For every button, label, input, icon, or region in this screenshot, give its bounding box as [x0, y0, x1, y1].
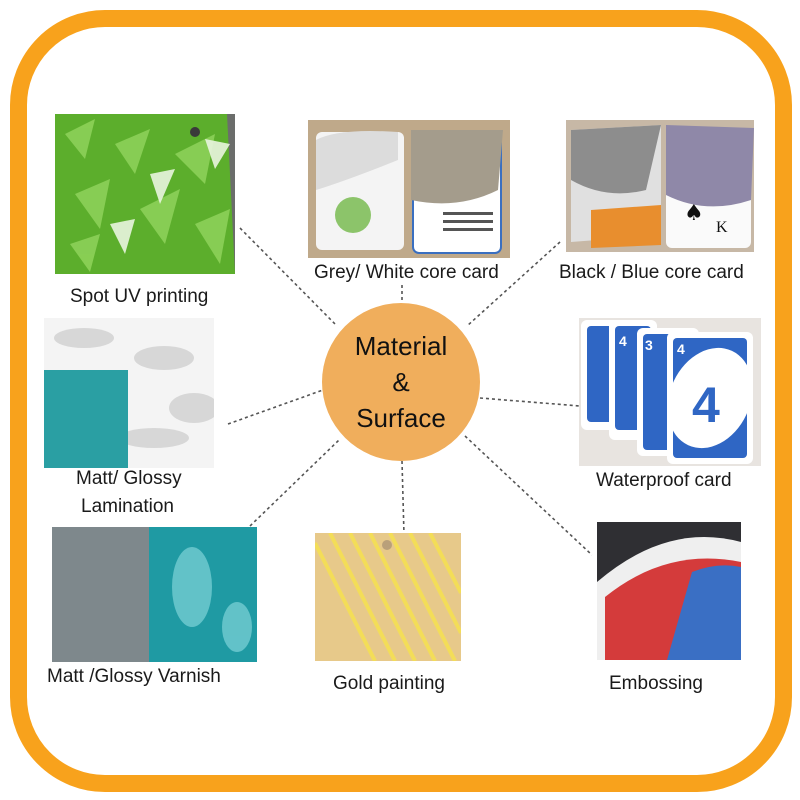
- lamination-image: [44, 318, 214, 468]
- center-line-1: Material: [354, 331, 448, 361]
- spot-uv-label: Spot UV printing: [70, 286, 209, 307]
- card-number-b: 3: [645, 337, 653, 353]
- gold-painting-image: [315, 533, 461, 661]
- center-line-3: Surface: [356, 403, 446, 433]
- varnish-image: [52, 527, 257, 662]
- lamination-label-1: Matt/ Glossy: [76, 468, 182, 489]
- connector-lamination: [227, 389, 324, 425]
- king-card-text: K: [716, 219, 728, 236]
- card-number-big: 4: [692, 377, 720, 433]
- connector-waterproof: [479, 397, 581, 407]
- spot-uv-image: [55, 114, 235, 274]
- varnish-label: Matt /Glossy Varnish: [47, 666, 221, 687]
- connector-embossing: [464, 435, 593, 556]
- connector-varnish: [249, 439, 340, 527]
- svg-text:♠: ♠: [684, 201, 704, 226]
- card-number-a: 4: [619, 333, 627, 349]
- black-blue-core-label: Black / Blue core card: [559, 262, 744, 283]
- embossing-label: Embossing: [609, 673, 703, 694]
- connector-black-blue: [466, 241, 561, 327]
- waterproof-card-label: Waterproof card: [596, 470, 732, 491]
- connector-spot-uv: [239, 227, 338, 327]
- lamination-label-2: Lamination: [81, 496, 174, 517]
- connector-gold: [401, 460, 405, 536]
- black-blue-core-image: ♠ K: [566, 120, 754, 252]
- gold-painting-label: Gold painting: [333, 673, 445, 694]
- embossing-image: [597, 522, 741, 660]
- waterproof-card-image: 4 3 4 4: [579, 318, 761, 466]
- center-line-2: &: [392, 367, 410, 397]
- grey-white-core-label: Grey/ White core card: [314, 262, 499, 283]
- grey-white-core-image: [308, 120, 510, 258]
- card-number-c: 4: [677, 341, 685, 357]
- center-circle: Material & Surface: [322, 303, 480, 461]
